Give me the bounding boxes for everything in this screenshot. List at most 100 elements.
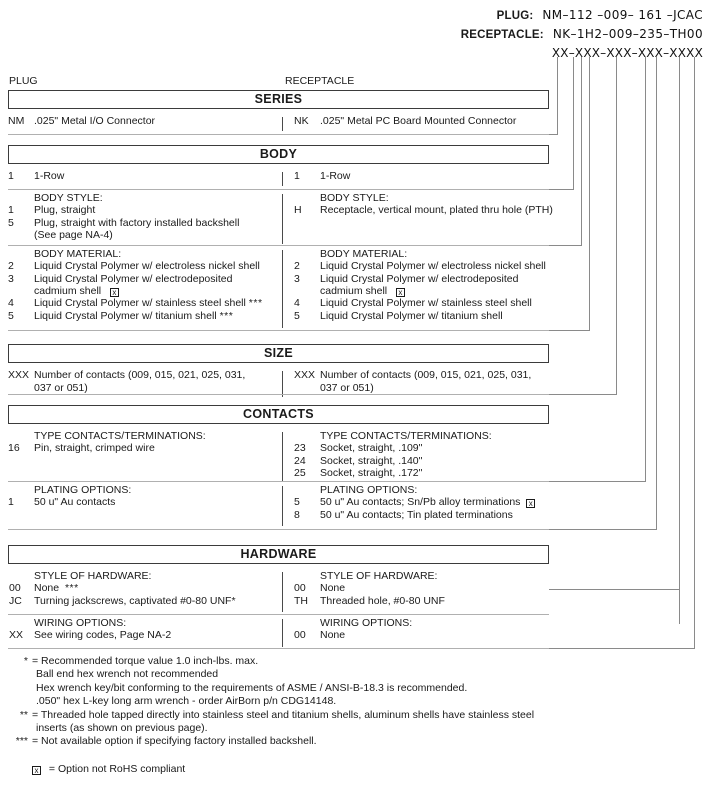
group-heading: WIRING OPTIONS: bbox=[34, 617, 127, 629]
footnote-subline: .050" hex L-key long arm wrench - order … bbox=[36, 695, 337, 708]
option-desc: See wiring codes, Page NA-2 bbox=[34, 629, 172, 641]
option-desc: Plug, straight bbox=[34, 204, 96, 216]
option-desc: 1-Row bbox=[320, 170, 351, 182]
option-line: 2 Liquid Crystal Polymer w/ electroless … bbox=[8, 260, 282, 273]
option-desc: .025" Metal I/O Connector bbox=[34, 115, 156, 127]
option-code: 2 bbox=[8, 260, 14, 272]
option-line: 3 Liquid Crystal Polymer w/ electrodepos… bbox=[290, 273, 549, 286]
option-line: TH Threaded hole, #0-80 UNF bbox=[290, 595, 549, 608]
section-rule bbox=[8, 330, 549, 331]
option-code: NK bbox=[294, 115, 309, 127]
option-desc: Threaded hole, #0-80 UNF bbox=[320, 594, 445, 607]
bracket-elbow-hardware-style bbox=[549, 589, 680, 590]
option-code: 00 bbox=[294, 582, 306, 594]
section-header-hardware: HARDWARE bbox=[8, 545, 549, 564]
option-desc: Liquid Crystal Polymer w/ stainless stee… bbox=[34, 297, 263, 309]
section-rule bbox=[8, 189, 549, 190]
footnote-single-asterisk: * = Recommended torque value 1.0 inch-lb… bbox=[6, 655, 696, 668]
option-desc-continuation: (See page NA-4) bbox=[34, 229, 113, 241]
option-code: 25 bbox=[294, 467, 306, 479]
section-rule bbox=[8, 614, 549, 615]
group-body-style-right: BODY STYLE: H Receptacle, vertical mount… bbox=[290, 192, 553, 217]
part-number-row-receptacle: RECEPTACLE: NK–1H2–009–235–TH00 bbox=[415, 27, 703, 46]
group-heading: PLATING OPTIONS: bbox=[320, 484, 418, 496]
section-rule bbox=[8, 134, 549, 135]
option-line: 24 Socket, straight, .140" bbox=[290, 455, 549, 468]
option-line: 8 50 u" Au contacts; Tin plated terminat… bbox=[290, 509, 549, 522]
option-line: NM .025" Metal I/O Connector bbox=[8, 115, 282, 128]
continuation-text: cadmium shell bbox=[320, 285, 388, 297]
rohs-legend: x = Option not RoHS compliant bbox=[32, 763, 185, 775]
footnotes: * = Recommended torque value 1.0 inch-lb… bbox=[6, 655, 696, 749]
option-desc: Receptacle, vertical mount, plated thru … bbox=[320, 204, 553, 216]
part-number-code-generic: XX–XXX–XXX–XXX–XXXX bbox=[551, 46, 703, 60]
option-desc: None bbox=[320, 629, 346, 641]
option-code: XX bbox=[9, 629, 24, 641]
continuation-text: cadmium shell bbox=[34, 285, 102, 297]
option-desc-continuation: 037 or 051) bbox=[34, 381, 88, 394]
option-desc: None *** bbox=[34, 582, 79, 594]
option-code: 00 bbox=[9, 582, 21, 594]
footnote-mark: ** bbox=[19, 708, 28, 721]
group-divider bbox=[282, 172, 283, 186]
rohs-flag-icon: x bbox=[526, 499, 536, 508]
group-heading: BODY MATERIAL: bbox=[34, 248, 122, 260]
group-contact-type-left: TYPE CONTACTS/TERMINATIONS: 16 Pin, stra… bbox=[8, 430, 282, 455]
group-heading: WIRING OPTIONS: bbox=[320, 617, 413, 629]
option-code: 8 bbox=[294, 508, 300, 521]
footnote-body: = Not available option if specifying fac… bbox=[32, 735, 317, 748]
option-desc: Plug, straight with factory installed ba… bbox=[34, 216, 240, 229]
option-desc: Socket, straight, .109" bbox=[320, 442, 423, 454]
group-heading: BODY MATERIAL: bbox=[320, 248, 408, 260]
option-code: 1 bbox=[8, 496, 14, 508]
group-divider bbox=[282, 619, 283, 647]
option-line: 1 1-Row bbox=[8, 170, 282, 183]
option-desc: Liquid Crystal Polymer w/ electroless ni… bbox=[34, 260, 260, 272]
section-rule bbox=[8, 481, 549, 482]
group-divider bbox=[282, 486, 283, 526]
column-caption-receptacle: RECEPTACLE bbox=[285, 75, 355, 87]
group-divider bbox=[282, 194, 283, 244]
option-desc: 50 u" Au contacts bbox=[34, 496, 116, 508]
section-header-size: SIZE bbox=[8, 344, 549, 363]
option-line: 00 None *** bbox=[8, 582, 282, 595]
option-desc: Socket, straight, .140" bbox=[320, 454, 423, 467]
option-code: 4 bbox=[8, 297, 14, 309]
option-line: 5 Liquid Crystal Polymer w/ titanium she… bbox=[290, 310, 549, 323]
bracket-elbow-series bbox=[549, 134, 558, 135]
footnote-double-asterisk: ** = Threaded hole tapped directly into … bbox=[6, 709, 696, 722]
bracket-rail-body-row bbox=[573, 57, 574, 189]
option-desc: 50 u" Au contacts; Sn/Pb alloy terminati… bbox=[320, 496, 536, 508]
option-line: 5 Plug, straight with factory installed … bbox=[8, 217, 282, 230]
desc-text: None bbox=[34, 582, 60, 594]
group-body-row-right: 1 1-Row bbox=[290, 170, 549, 183]
desc-text: 50 u" Au contacts; Sn/Pb alloy terminati… bbox=[320, 496, 521, 508]
part-number-block: PLUG: NM–112 –009– 161 –JCAC RECEPTACLE:… bbox=[415, 8, 703, 65]
option-code: 1 bbox=[8, 170, 14, 182]
group-series-left: NM .025" Metal I/O Connector bbox=[8, 115, 282, 128]
section-rule bbox=[8, 648, 549, 649]
option-line: 25 Socket, straight, .172" bbox=[290, 467, 549, 480]
part-number-label-plug: PLUG: bbox=[496, 10, 534, 22]
section-header-contacts: CONTACTS bbox=[8, 405, 549, 424]
group-body-material-left: BODY MATERIAL: 2 Liquid Crystal Polymer … bbox=[8, 248, 282, 322]
option-line: 3 Liquid Crystal Polymer w/ electrodepos… bbox=[8, 273, 282, 286]
footnote-body: = Recommended torque value 1.0 inch-lbs.… bbox=[32, 655, 259, 667]
option-code: 2 bbox=[294, 260, 300, 272]
bracket-rail-size bbox=[616, 57, 617, 394]
group-heading: BODY STYLE: bbox=[320, 192, 389, 204]
rohs-flag-icon: x bbox=[32, 766, 41, 775]
option-code: 1 bbox=[294, 170, 300, 182]
option-desc: Liquid Crystal Polymer w/ titanium shell bbox=[320, 309, 503, 322]
option-line: 16 Pin, straight, crimped wire bbox=[8, 442, 282, 455]
desc-text: Liquid Crystal Polymer w/ titanium shell bbox=[34, 309, 217, 322]
option-code: 24 bbox=[294, 454, 306, 467]
option-desc: Liquid Crystal Polymer w/ stainless stee… bbox=[320, 297, 532, 309]
group-contact-type-right: TYPE CONTACTS/TERMINATIONS: 23 Socket, s… bbox=[290, 430, 549, 480]
option-desc: .025" Metal PC Board Mounted Connector bbox=[320, 115, 517, 127]
footnote-ref: *** bbox=[248, 297, 263, 309]
group-heading: TYPE CONTACTS/TERMINATIONS: bbox=[320, 430, 492, 442]
option-desc-continuation: 037 or 051) bbox=[320, 381, 374, 394]
option-code: TH bbox=[294, 594, 308, 607]
bracket-elbow-body-material bbox=[549, 330, 590, 331]
